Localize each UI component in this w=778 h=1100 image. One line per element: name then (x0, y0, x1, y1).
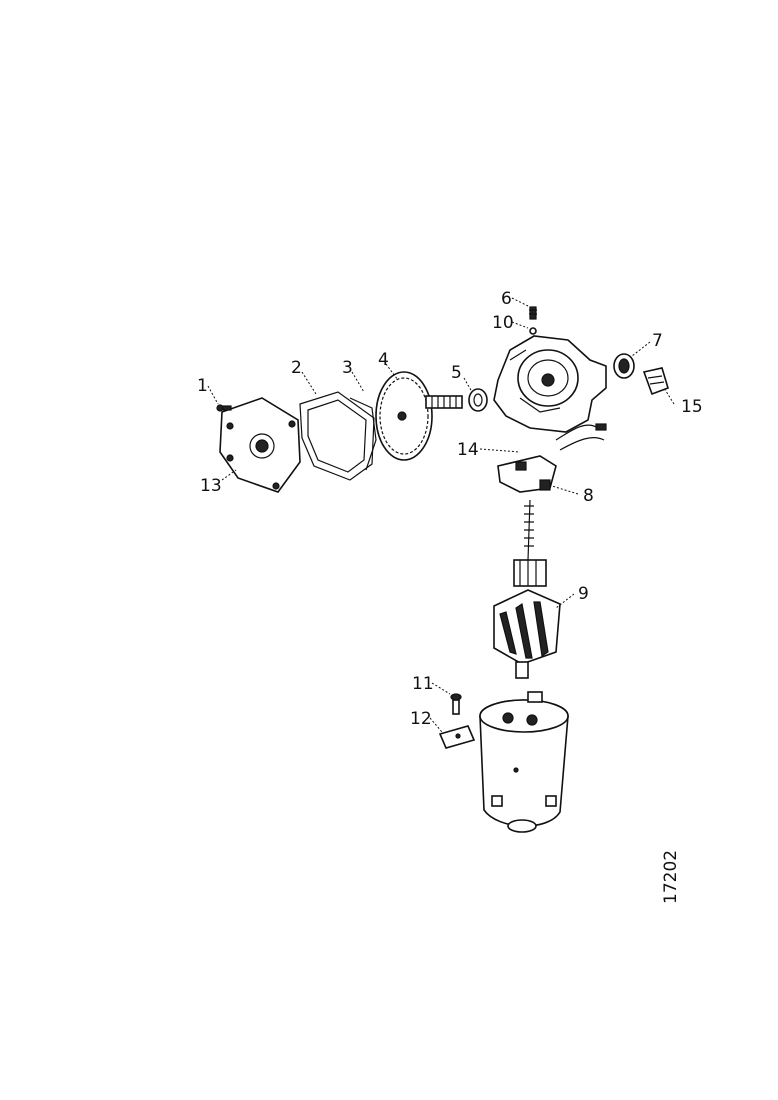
part-8-brush (539, 479, 551, 491)
part-15-connector (642, 367, 669, 396)
callout-3: 3 (342, 358, 353, 378)
part-4-gear-wheel (375, 371, 463, 461)
leader-lines (207, 297, 675, 733)
part-9-armature (493, 499, 561, 679)
part-3-seal (349, 397, 377, 471)
part-13-cover-plate (219, 397, 301, 493)
part-1-screw (216, 404, 232, 412)
gearbox-housing (493, 335, 607, 433)
callout-2: 2 (291, 358, 302, 378)
callout-1: 1 (197, 376, 208, 396)
callout-9: 9 (578, 584, 589, 604)
part-11-screw (450, 693, 462, 715)
callout-5: 5 (451, 363, 462, 383)
motor-housing (479, 691, 569, 833)
callout-12: 12 (410, 709, 432, 729)
callout-4: 4 (378, 350, 389, 370)
part-14-brush-holder (497, 423, 607, 493)
callout-8: 8 (583, 486, 594, 506)
drawing-number: 17202 (661, 850, 681, 904)
callout-labels: 1 2 3 4 5 6 7 8 9 10 11 12 13 14 15 (197, 289, 703, 729)
part-6-screw (529, 306, 537, 320)
part-7-bearing-bush (613, 353, 635, 379)
callout-14: 14 (457, 440, 479, 460)
part-5-washer (468, 388, 488, 412)
callout-7: 7 (652, 331, 663, 351)
part-10-washer (529, 327, 537, 335)
callout-13: 13 (200, 476, 222, 496)
part-12-clip (438, 725, 476, 749)
part-2-gasket (299, 391, 375, 481)
callout-15: 15 (681, 397, 703, 417)
callout-11: 11 (412, 674, 434, 694)
callout-6: 6 (501, 289, 512, 309)
callout-10: 10 (492, 313, 514, 333)
